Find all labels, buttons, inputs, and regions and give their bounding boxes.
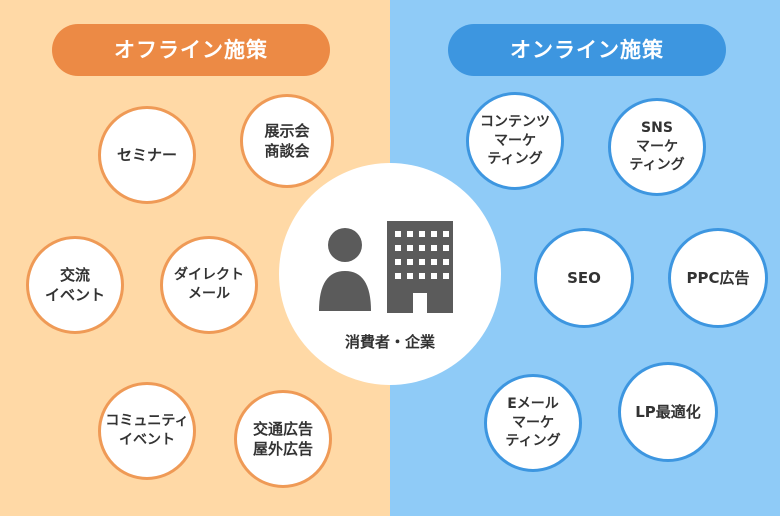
person-icon <box>319 228 371 311</box>
offline-item-transit-outdoor-ads: 交通広告 屋外広告 <box>234 390 332 488</box>
online-item-label: SEO <box>567 268 601 287</box>
offline-item-networking-event: 交流 イベント <box>26 236 124 334</box>
center-circle: 消費者・企業 <box>279 163 501 385</box>
consumer-business-icon <box>319 221 453 313</box>
offline-item-label: 交通広告 屋外広告 <box>252 419 313 458</box>
online-item-label: PPC広告 <box>686 268 750 287</box>
center-label: 消費者・企業 <box>344 333 435 351</box>
online-item-seo: SEO <box>534 228 634 328</box>
offline-item-label: コミュニティ イベント <box>105 413 189 448</box>
online-item-label: LP最適化 <box>635 402 701 421</box>
offline-item-label: 交流 イベント <box>44 265 105 304</box>
offline-item-label: セミナー <box>116 145 177 164</box>
offline-title: オフライン施策 <box>52 24 330 76</box>
online-item-ppc-ads: PPC広告 <box>668 228 768 328</box>
online-item-sns-marketing: SNS マーケ ティング <box>608 98 706 196</box>
offline-item-exhibition: 展示会 商談会 <box>240 94 334 188</box>
offline-item-label: 展示会 商談会 <box>264 121 310 160</box>
online-item-content-marketing: コンテンツ マーケ ティング <box>466 92 564 190</box>
online-item-lp-optimization: LP最適化 <box>618 362 718 462</box>
offline-item-seminar: セミナー <box>98 106 196 204</box>
offline-item-label: ダイレクト メール <box>174 267 244 302</box>
offline-item-community-event: コミュニティ イベント <box>98 382 196 480</box>
online-title: オンライン施策 <box>448 24 726 76</box>
online-item-label: SNS マーケ ティング <box>629 119 685 174</box>
online-item-email-marketing: Eメール マーケ ティング <box>484 374 582 472</box>
offline-item-direct-mail: ダイレクト メール <box>160 236 258 334</box>
building-icon <box>387 221 453 313</box>
online-item-label: コンテンツ マーケ ティング <box>480 113 550 168</box>
online-item-label: Eメール マーケ ティング <box>505 395 561 450</box>
